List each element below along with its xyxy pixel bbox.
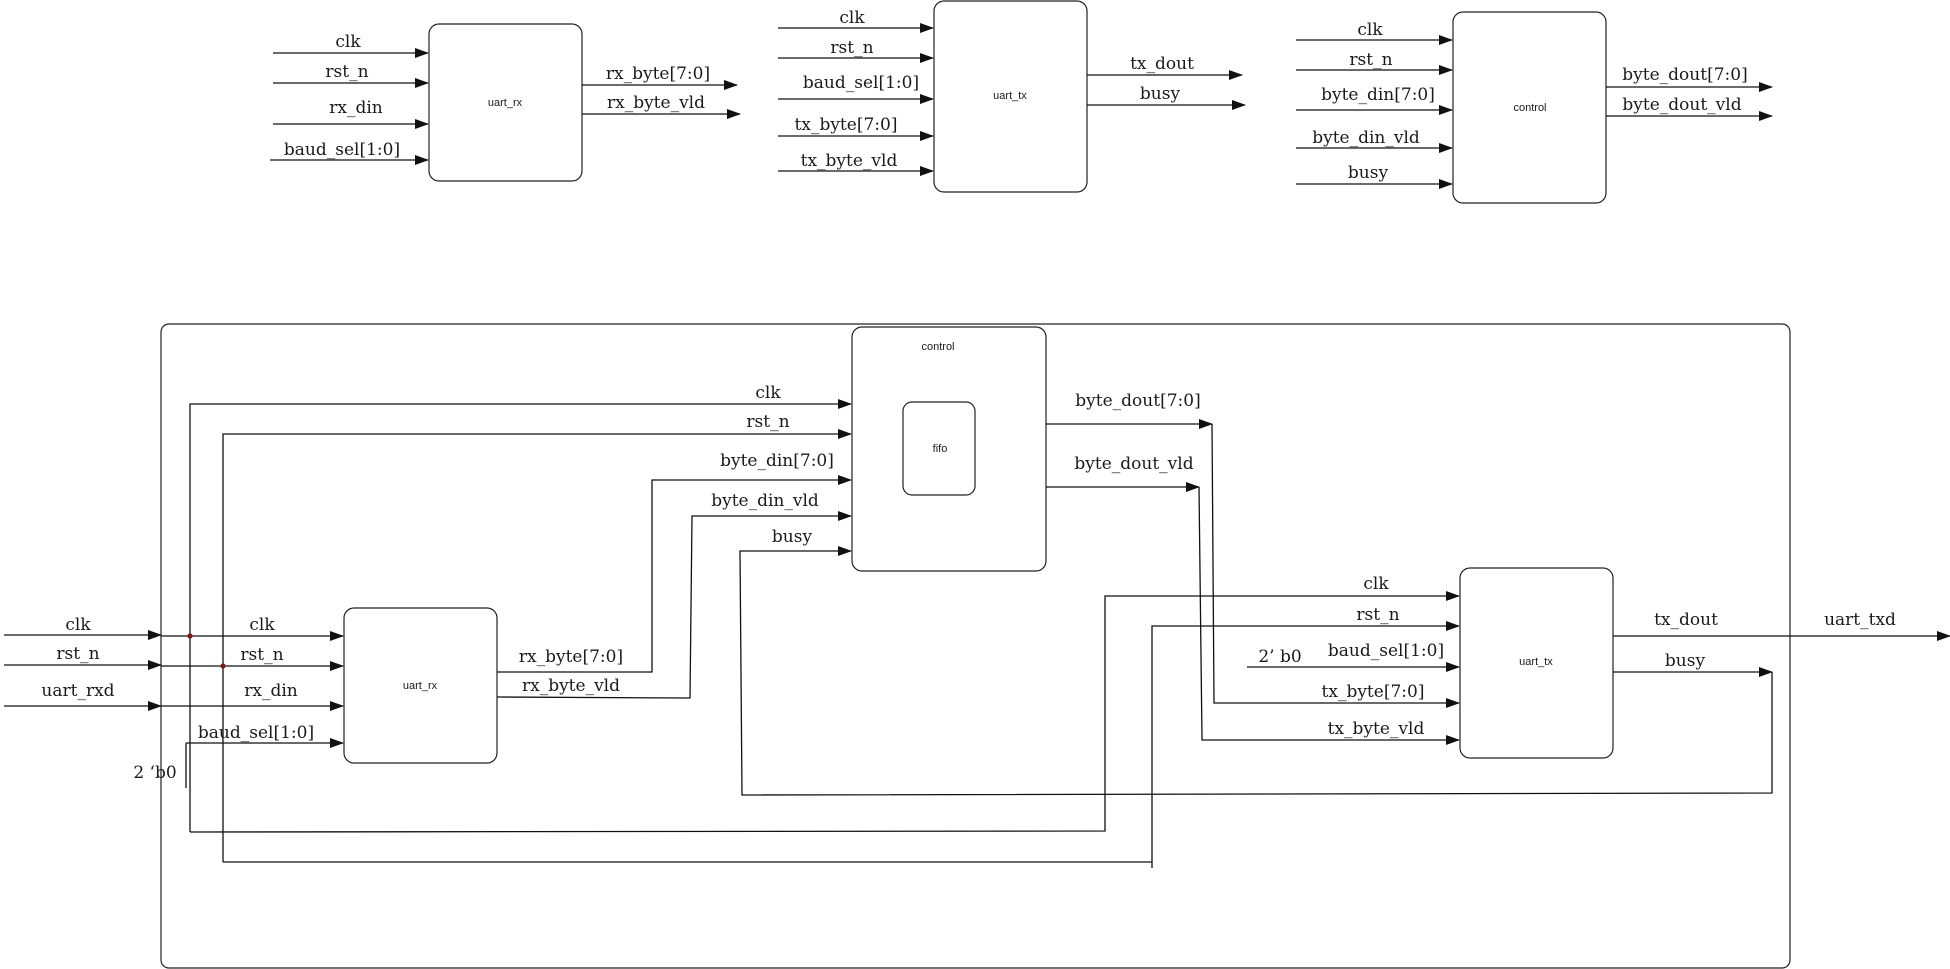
sys-tx-baudsel-label: baud_sel[1:0] bbox=[1328, 641, 1444, 661]
top-control-bytedoutvld-label: byte_dout_vld bbox=[1622, 95, 1741, 115]
sys-control-module: control fifo clk rst_n byte_din[7:0] byt… bbox=[189, 326, 1773, 862]
clk-junction-dot bbox=[187, 633, 193, 639]
top-uart-rx-rxdin-label: rx_din bbox=[329, 98, 383, 118]
sys-uart-rx-module: uart_rx clk rst_n rx_din baud_sel[1:0] 2… bbox=[133, 475, 852, 788]
sys-ctrl-rstn-wire bbox=[222, 429, 852, 862]
sys-fifo-box bbox=[902, 401, 976, 496]
sys-ctrl-bytedout-label: byte_dout[7:0] bbox=[1075, 391, 1200, 411]
sys-control-label: control bbox=[921, 341, 954, 353]
sys-uart-rx-label: uart_rx bbox=[403, 680, 438, 692]
sys-ctrl-clk-wire bbox=[189, 399, 852, 832]
top-uart-tx-txbytevld-label: tx_byte_vld bbox=[801, 151, 898, 171]
sys-tx-clk-wire bbox=[189, 591, 1460, 833]
sys-tx-txbyte-label: tx_byte[7:0] bbox=[1322, 682, 1425, 702]
ext-uartrxd-label: uart_rxd bbox=[41, 681, 114, 701]
sys-tx-txbytevld-label: tx_byte_vld bbox=[1328, 719, 1425, 739]
top-control-module: control clk rst_n byte_din[7:0] byte_din… bbox=[1296, 11, 1773, 204]
ext-rstn-label: rst_n bbox=[56, 644, 99, 664]
top-uart-rx-box bbox=[428, 23, 583, 182]
top-control-label: control bbox=[1513, 102, 1546, 114]
top-uart-rx-baudsel-label: baud_sel[1:0] bbox=[284, 140, 400, 160]
sys-rx-rxbytevld-label: rx_byte_vld bbox=[522, 676, 620, 696]
sys-tx-clk-label: clk bbox=[1363, 574, 1389, 594]
sys-rx-rstn-label: rst_n bbox=[240, 645, 283, 665]
sys-ctrl-clk-label: clk bbox=[755, 383, 781, 403]
sys-ctrl-bytedoutvld-label: byte_dout_vld bbox=[1074, 454, 1193, 474]
top-control-bytedin-label: byte_din[7:0] bbox=[1321, 85, 1435, 105]
top-uart-rx-rxbytevld-label: rx_byte_vld bbox=[607, 93, 705, 113]
system-inputs: clk rst_n uart_rxd bbox=[4, 615, 162, 711]
sys-tx-txdout-label: tx_dout bbox=[1654, 610, 1718, 630]
sys-ctrl-rstn-label: rst_n bbox=[746, 412, 789, 432]
top-uart-tx-module: uart_tx clk rst_n baud_sel[1:0] tx_byte[… bbox=[778, 0, 1246, 193]
sys-ctrl-bytedin-label: byte_din[7:0] bbox=[720, 451, 834, 471]
sys-uart-rx-box bbox=[343, 607, 498, 764]
sys-tx-rstn-label: rst_n bbox=[1356, 605, 1399, 625]
sys-rx-baudsel-label: baud_sel[1:0] bbox=[198, 723, 314, 743]
top-uart-rx-clk-label: clk bbox=[335, 32, 361, 52]
sys-ctrl-busy-wire bbox=[739, 546, 1773, 796]
top-uart-tx-box bbox=[933, 0, 1088, 193]
top-control-clk-label: clk bbox=[1357, 20, 1383, 40]
sys-ctrl-bytedinvld-label: byte_din_vld bbox=[711, 491, 819, 511]
sys-ctrl-bytedoutvld-route bbox=[1198, 486, 1460, 745]
top-uart-tx-clk-label: clk bbox=[839, 8, 865, 28]
top-control-busy-label: busy bbox=[1348, 163, 1389, 183]
sys-uart-tx-box bbox=[1459, 567, 1614, 759]
sys-ctrl-busy-label: busy bbox=[772, 527, 813, 547]
sys-uart-tx-module: uart_tx clk rst_n baud_sel[1:0] 2’ b0 tx… bbox=[189, 567, 1950, 868]
top-uart-rx-label: uart_rx bbox=[488, 97, 523, 109]
sys-fifo-label: fifo bbox=[933, 443, 948, 455]
sys-rx-const-label: 2 ‘b0 bbox=[133, 763, 176, 783]
top-uart-rx-rxbyte-label: rx_byte[7:0] bbox=[606, 64, 710, 84]
sys-rx-rxbyte-label: rx_byte[7:0] bbox=[519, 647, 623, 667]
top-uart-tx-baudsel-label: baud_sel[1:0] bbox=[803, 73, 919, 93]
rstn-junction-dot bbox=[220, 663, 226, 669]
sys-output-uarttxd-label: uart_txd bbox=[1824, 610, 1896, 630]
top-control-bytedinvld-label: byte_din_vld bbox=[1312, 128, 1420, 148]
top-uart-tx-txdout-label: tx_dout bbox=[1130, 54, 1194, 74]
top-control-bytedout-label: byte_dout[7:0] bbox=[1622, 65, 1747, 85]
system-wrapper-box bbox=[160, 323, 1791, 969]
top-control-rstn-label: rst_n bbox=[1349, 50, 1392, 70]
top-uart-tx-txbyte-label: tx_byte[7:0] bbox=[795, 115, 898, 135]
sys-rx-rxdin-label: rx_din bbox=[244, 681, 298, 701]
sys-rx-rxbytevld-wire bbox=[496, 511, 852, 699]
ext-clk-label: clk bbox=[65, 615, 91, 635]
sys-ctrl-bytedout-route bbox=[1211, 423, 1460, 708]
top-uart-tx-rstn-label: rst_n bbox=[830, 38, 873, 58]
sys-tx-busy-label: busy bbox=[1665, 651, 1706, 671]
top-uart-tx-label: uart_tx bbox=[993, 90, 1027, 102]
top-control-box bbox=[1452, 11, 1607, 204]
top-uart-rx-module: uart_rx clk rst_n rx_din baud_sel[1:0] r… bbox=[270, 23, 741, 182]
sys-rx-clk-label: clk bbox=[249, 615, 275, 635]
sys-tx-rstn-wire bbox=[223, 621, 1460, 863]
sys-tx-const-label: 2’ b0 bbox=[1258, 647, 1301, 667]
top-uart-tx-busy-label: busy bbox=[1140, 84, 1181, 104]
sys-uart-tx-label: uart_tx bbox=[1519, 656, 1553, 668]
sys-rx-rxbyte-wire bbox=[497, 475, 852, 673]
top-uart-rx-rstn-label: rst_n bbox=[325, 62, 368, 82]
